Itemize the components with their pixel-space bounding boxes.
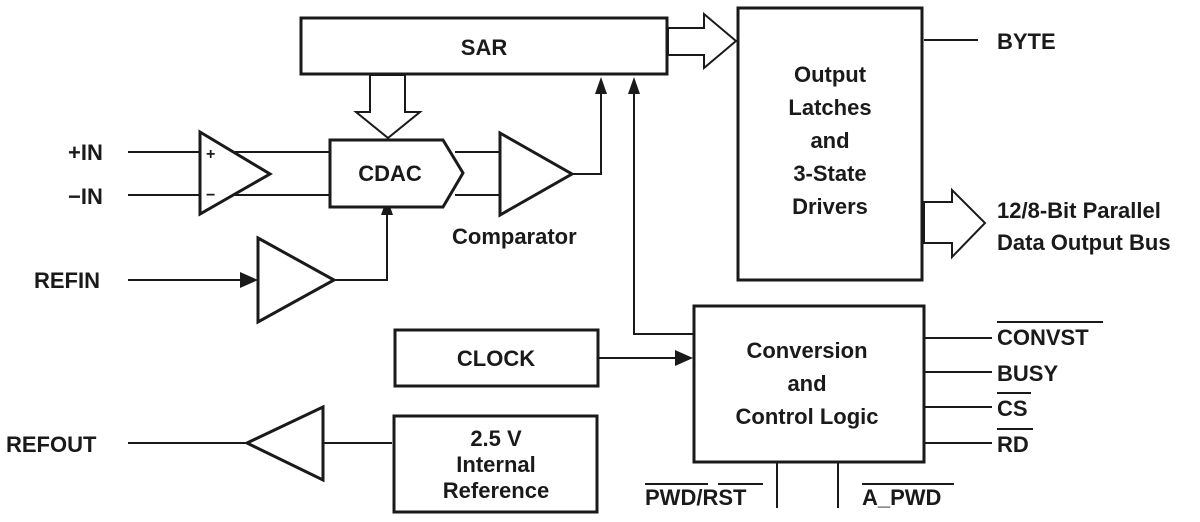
input-amplifier: + − <box>198 129 273 217</box>
pin-label-cs: CS <box>997 396 1028 421</box>
output-latches-block: Output Latches and 3-State Drivers <box>736 6 924 282</box>
refout-buffer <box>243 404 325 483</box>
refin-buffer <box>256 235 338 325</box>
pin-label-data-bus-line-1: 12/8-Bit Parallel <box>997 198 1161 223</box>
bus-arrow-sar-to-latches <box>667 11 738 71</box>
wire-ctrl-to-sar <box>633 88 694 335</box>
amp-plus-sign: + <box>206 146 215 163</box>
cdac-label: CDAC <box>358 161 422 186</box>
arrowhead-ctrl-sar <box>628 77 640 94</box>
pin-label-pwd-rst: PWD/RST <box>645 485 747 510</box>
amp-minus-sign: − <box>206 187 215 204</box>
pin-label-in-minus: −IN <box>68 184 103 209</box>
pin-label-refin: REFIN <box>34 268 100 293</box>
wire-comp-to-sar <box>572 88 602 175</box>
reference-line-2: Internal <box>456 452 535 477</box>
pin-label-a-pwd: A_PWD <box>862 485 941 510</box>
bus-arrow-sar-to-cdac <box>353 74 423 140</box>
internal-reference-block: 2.5 V Internal Reference <box>392 414 599 514</box>
conversion-logic-line-3: Control Logic <box>736 404 879 429</box>
comparator: Comparator <box>452 130 577 249</box>
conversion-logic-line-2: and <box>787 371 826 396</box>
conversion-logic-line-1: Conversion <box>746 338 867 363</box>
wire-refbuf-to-cdac <box>334 210 388 281</box>
arrowhead-comp-sar <box>595 77 607 94</box>
comparator-label: Comparator <box>452 224 577 249</box>
pin-label-data-bus-line-2: Data Output Bus <box>997 230 1171 255</box>
pin-label-refout: REFOUT <box>6 432 97 457</box>
output-latches-line-5: Drivers <box>792 194 868 219</box>
reference-line-3: Reference <box>443 478 549 503</box>
wires <box>128 39 992 508</box>
sar-block: SAR <box>299 16 669 76</box>
conversion-logic-block: Conversion and Control Logic <box>692 304 926 464</box>
pin-label-rd: RD <box>997 432 1029 457</box>
output-latches-line-3: and <box>810 128 849 153</box>
pin-label-convst: CONVST <box>997 325 1089 350</box>
arrowhead-refin <box>240 272 258 288</box>
arrowhead-clock <box>675 350 693 366</box>
pin-label-in-plus: +IN <box>68 140 103 165</box>
clock-block: CLOCK <box>393 328 600 388</box>
pin-label-busy: BUSY <box>997 361 1058 386</box>
sar-label: SAR <box>461 35 508 60</box>
output-latches-line-4: 3-State <box>793 161 866 186</box>
pin-labels: +IN −IN REFIN REFOUT BYTE 12/8-Bit Paral… <box>6 29 1171 510</box>
pin-label-byte: BYTE <box>997 29 1056 54</box>
output-latches-line-1: Output <box>794 62 867 87</box>
clock-label: CLOCK <box>457 346 535 371</box>
cdac-block: CDAC <box>328 138 465 209</box>
output-latches-line-2: Latches <box>788 95 871 120</box>
bus-arrows <box>353 11 987 260</box>
reference-line-1: 2.5 V <box>470 426 522 451</box>
bus-arrow-data-out <box>923 187 987 260</box>
